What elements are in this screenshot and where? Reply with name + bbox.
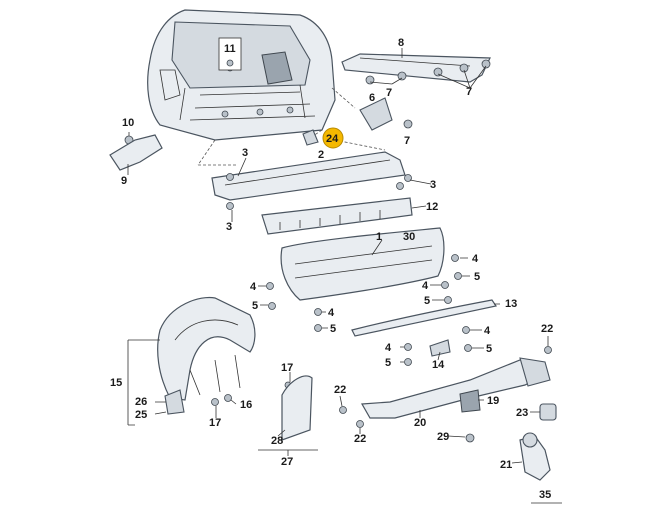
label-2: 2 [318,149,324,161]
label-21: 21 [500,459,512,471]
part-19-socket [459,389,481,413]
part-12-absorber [261,197,413,235]
part-13-trim-strip [351,299,497,337]
label-35: 35 [539,489,551,501]
label-4-b: 4 [250,281,257,293]
label-10: 10 [122,117,134,129]
label-15: 15 [110,377,122,389]
label-30: 30 [403,231,415,243]
clip-24 [302,129,319,146]
label-13: 13 [505,298,517,310]
label-5-e: 5 [486,343,492,355]
part-6-bracket [359,97,393,131]
label-22-b: 22 [334,384,346,396]
label-8: 8 [398,37,404,49]
label-28: 28 [271,435,283,447]
label-3-a: 3 [242,147,248,159]
car-rear-body [147,9,336,141]
part-1-bumper-cover [280,227,445,301]
label-4-f: 4 [385,342,392,354]
part-14-cover [429,339,451,357]
label-4-e: 4 [484,325,491,337]
label-4-d: 4 [422,280,429,292]
clip-11 [226,59,234,67]
label-12: 12 [426,201,438,213]
part-15-wheelhouse-liner [157,296,256,401]
part-28-mudflap [281,375,313,441]
label-5-c: 5 [330,323,336,335]
part-21-towball [519,432,551,481]
label-17-b: 17 [281,362,293,374]
label-5-a: 5 [474,271,480,283]
label-14: 14 [432,359,445,371]
label-5-d: 5 [424,295,430,307]
clips-7 [365,59,491,85]
label-25: 25 [135,409,147,421]
label-6: 6 [369,92,375,104]
part-23-cap [539,403,557,421]
label-29: 29 [437,431,449,443]
label-20: 20 [414,417,426,429]
label-19: 19 [487,395,499,407]
part-2-impact-beam [211,151,406,201]
label-22-c: 22 [354,433,366,445]
part-9-bracket [109,134,163,171]
label-7-top: 7 [466,86,472,98]
part-20-towbar-beam [361,357,551,419]
label-5-f: 5 [385,357,391,369]
label-3-b: 3 [226,221,232,233]
label-3-c: 3 [430,179,436,191]
label-16: 16 [240,399,252,411]
label-5-b: 5 [252,300,258,312]
part-26-bracket [164,389,185,415]
label-9: 9 [121,175,127,187]
highlight-24[interactable] [322,127,344,149]
label-7-mid: 7 [386,87,392,99]
part-8-bracket [341,53,491,83]
label-11: 11 [224,43,236,55]
label-24: 24 [326,133,339,145]
label-1: 1 [376,231,382,243]
label-17-a: 17 [209,417,221,429]
label-4-c: 4 [328,307,335,319]
callout-box-11 [218,37,242,71]
label-22-a: 22 [541,323,553,335]
label-26: 26 [135,396,147,408]
label-4-a: 4 [472,253,479,265]
label-27: 27 [281,456,293,468]
label-23: 23 [516,407,528,419]
label-7-lower: 7 [404,135,410,147]
clip-7 [403,119,413,129]
